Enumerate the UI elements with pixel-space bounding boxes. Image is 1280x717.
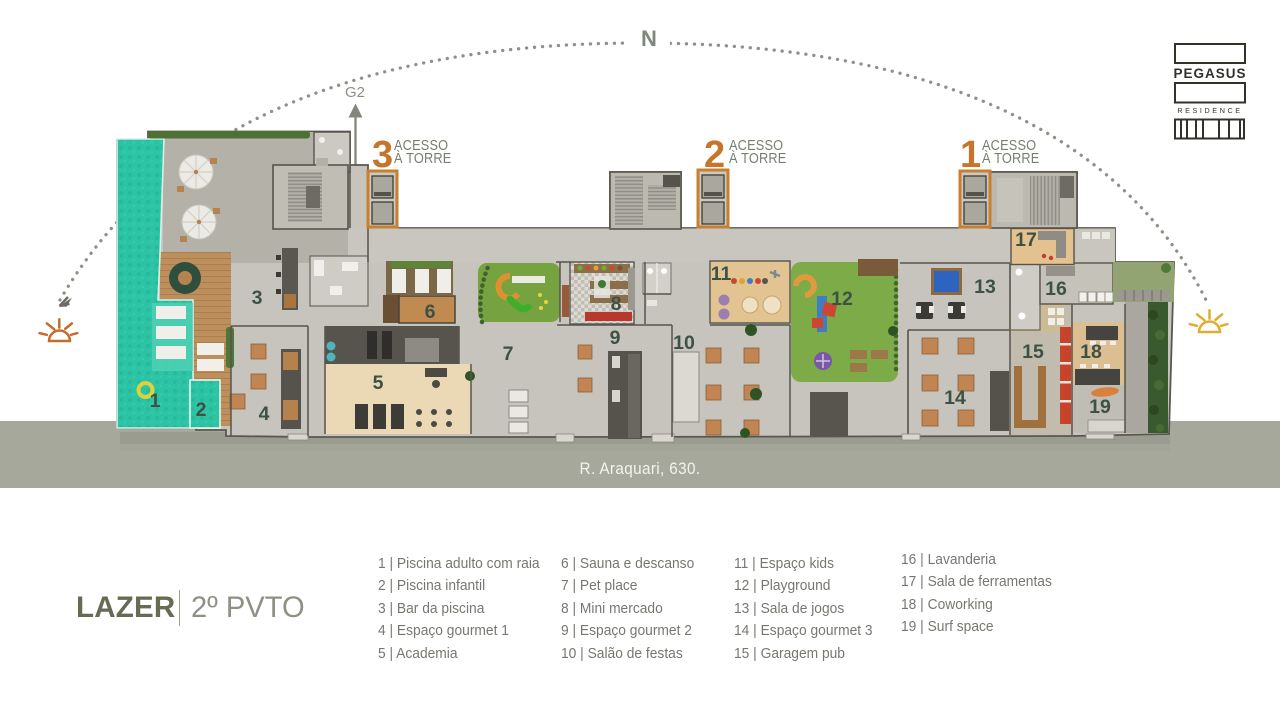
svg-text:9: 9 [610,327,621,349]
svg-text:2: 2 [196,399,207,421]
svg-text:5: 5 [373,372,384,394]
svg-text:1: 1 [150,390,161,412]
svg-text:12: 12 [831,288,853,310]
svg-text:13: 13 [974,276,996,298]
svg-text:4: 4 [259,403,270,425]
svg-text:7: 7 [503,343,514,365]
svg-text:15: 15 [1022,341,1044,363]
svg-text:19: 19 [1089,396,1111,418]
svg-text:3: 3 [252,287,263,309]
svg-text:10: 10 [673,332,695,354]
svg-text:18: 18 [1080,341,1102,363]
svg-text:14: 14 [944,387,966,409]
svg-text:8: 8 [611,293,622,315]
svg-text:11: 11 [711,263,732,285]
svg-text:PEGASUS: PEGASUS [1173,66,1246,81]
svg-text:16: 16 [1045,278,1067,300]
svg-text:RESIDENCE: RESIDENCE [1177,106,1242,115]
svg-text:17: 17 [1015,229,1037,251]
svg-text:6: 6 [425,301,436,323]
